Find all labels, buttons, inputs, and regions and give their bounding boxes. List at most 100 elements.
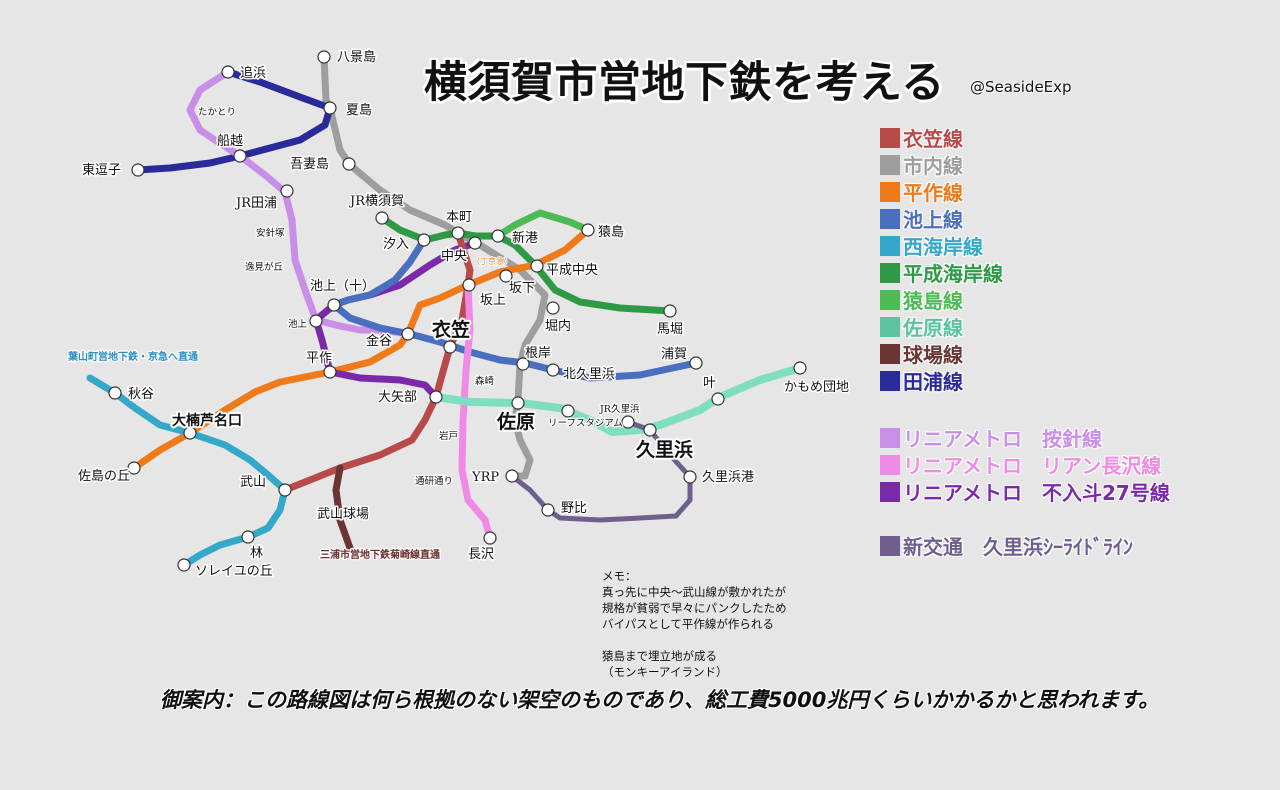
legend-label: リニアメトロ リアン長沢線	[903, 454, 1162, 478]
label-moriai: 森崎	[475, 375, 495, 387]
station-uraga-marker[interactable]	[689, 356, 703, 370]
station-ikegami-jyu-marker[interactable]	[327, 298, 341, 312]
label-kano: 叶	[703, 376, 716, 391]
station-ikegami-marker[interactable]	[309, 314, 323, 328]
label-leaf: リーフスタジアム	[548, 418, 623, 429]
station-leaf-marker[interactable]	[561, 404, 575, 418]
label-oppama: 追浜	[240, 65, 266, 81]
legend-label: 田浦線	[903, 370, 963, 394]
line-searide	[509, 419, 693, 523]
station-honcho-marker[interactable]	[451, 226, 465, 240]
legend-item: リニアメトロ 按針線	[880, 424, 1170, 451]
label-horinouchi: 堀内	[545, 318, 571, 334]
legend-linear-metro: リニアメトロ 按針線リニアメトロ リアン長沢線リニアメトロ 不入斗27号線	[880, 424, 1170, 505]
station-funakoshi-marker[interactable]	[233, 149, 247, 163]
label-azumajima: 吾妻島	[290, 157, 329, 172]
label-tsukenkyu: 通研通り	[415, 476, 453, 487]
label-higashizushi: 東逗子	[82, 162, 121, 178]
label-oyabe: 大矢部	[378, 390, 417, 405]
legend-swatch	[880, 370, 900, 391]
label-kinugasa: 衣笠	[432, 318, 470, 341]
station-horinouchi-marker[interactable]	[546, 301, 560, 315]
station-kinugasa-marker[interactable]	[443, 340, 457, 354]
label-shinko: 新港	[512, 230, 538, 246]
legend-item: 球場線	[880, 340, 1003, 367]
station-umabori-marker[interactable]	[663, 304, 677, 318]
station-nagasawa-marker[interactable]	[483, 531, 497, 545]
station-oppama-marker[interactable]	[221, 65, 235, 79]
station-kamome-marker[interactable]	[793, 361, 807, 375]
line-kyujo	[332, 464, 354, 552]
station-chuo-marker[interactable]	[468, 236, 482, 250]
station-sajimanooka-marker[interactable]	[127, 461, 141, 475]
label-ikegami: 池上	[288, 318, 308, 330]
station-kano-marker[interactable]	[711, 392, 725, 406]
station-saruhashima-marker[interactable]	[581, 223, 595, 237]
label-umabori: 馬堀	[657, 322, 683, 337]
station-shinko-marker[interactable]	[491, 229, 505, 243]
label-sakashita: 坂下	[509, 281, 535, 296]
station-natsushima-marker[interactable]	[323, 101, 337, 115]
label-takatori: たかとり	[198, 107, 236, 118]
station-yrp-marker[interactable]	[505, 469, 519, 483]
label-sajimanooka: 佐島の丘	[78, 469, 130, 484]
legend-item: 平成海岸線	[880, 259, 1003, 286]
disclaimer-notice: 御案内：この路線図は何ら根拠のない架空のものであり、総工費5000兆円くらいかか…	[160, 688, 1160, 712]
station-kanaya-marker[interactable]	[401, 327, 415, 341]
label-shioiri: 汐入	[383, 236, 409, 252]
label-miura-note: 三浦市営地下鉄菊崎線直通	[320, 548, 440, 561]
station-jrtaura-marker[interactable]	[280, 184, 294, 198]
station-sawara-marker[interactable]	[511, 396, 525, 410]
station-akiya-marker[interactable]	[108, 386, 122, 400]
station-hesaku-marker[interactable]	[323, 365, 337, 379]
label-kurihamako: 久里浜港	[702, 470, 754, 485]
label-soreiyu: ソレイユの丘	[195, 564, 273, 579]
label-nobi: 野比	[561, 501, 587, 516]
legend-swatch	[880, 316, 900, 337]
station-jryokosuka-marker[interactable]	[375, 211, 389, 225]
line-kinugasa	[281, 229, 474, 494]
legend-swatch	[880, 454, 900, 475]
station-nobi-marker[interactable]	[541, 503, 555, 517]
station-sakagami-marker[interactable]	[462, 278, 476, 292]
label-kamome: かもめ団地	[784, 380, 849, 395]
station-azumajima-marker[interactable]	[342, 157, 356, 171]
station-shioiri-marker[interactable]	[417, 233, 431, 247]
legend-label: 西海岸線	[903, 235, 983, 259]
legend-label: リニアメトロ 不入斗27号線	[903, 481, 1170, 505]
label-natsushima: 夏島	[346, 103, 372, 118]
station-jrkurihama-marker[interactable]	[621, 415, 635, 429]
legend-label: リニアメトロ 按針線	[903, 427, 1102, 451]
label-hakkeijima: 八景島	[337, 50, 376, 65]
label-kanaya: 金谷	[366, 333, 392, 349]
line-taura	[134, 68, 334, 174]
legend-item: リニアメトロ 不入斗27号線	[880, 478, 1170, 505]
station-kurihama-marker[interactable]	[643, 423, 657, 437]
label-ikegami-jyu: 池上（十）	[310, 279, 375, 294]
station-hakkeijima-marker[interactable]	[317, 50, 331, 64]
station-kitakurihama-marker[interactable]	[546, 363, 560, 377]
station-heiseichuo-marker[interactable]	[530, 259, 544, 273]
station-negishi-marker[interactable]	[516, 357, 530, 371]
legend-swatch	[880, 427, 900, 448]
label-hayama-note: 葉山町営地下鉄・京急へ直通	[67, 350, 198, 363]
line-rian	[458, 281, 494, 542]
station-okusunoki-marker[interactable]	[183, 426, 197, 440]
station-hayashi-marker[interactable]	[241, 530, 255, 544]
label-anjinzuka: 安針塚	[256, 227, 285, 239]
station-oyabe-marker[interactable]	[429, 390, 443, 404]
station-sakashita-marker[interactable]	[499, 269, 513, 283]
legend-item: 新交通 久里浜ｼｰﾗｲﾄﾞﾗｲﾝ	[880, 532, 1133, 559]
station-kurihamako-marker[interactable]	[683, 470, 697, 484]
label-negishi: 根岸	[525, 346, 551, 361]
label-uraga: 浦賀	[661, 347, 687, 362]
label-okusunoki: 大楠芦名口	[172, 412, 242, 429]
station-higashizushi-marker[interactable]	[131, 163, 145, 177]
line-iriyamazu	[312, 239, 479, 401]
author-credit: @SeasideExp	[970, 78, 1072, 96]
station-takeyama-marker[interactable]	[278, 483, 292, 497]
station-soreiyu-marker[interactable]	[177, 558, 191, 572]
label-kitakurihama: 北久里浜	[563, 367, 615, 382]
label-yrp: YRP	[471, 470, 499, 485]
